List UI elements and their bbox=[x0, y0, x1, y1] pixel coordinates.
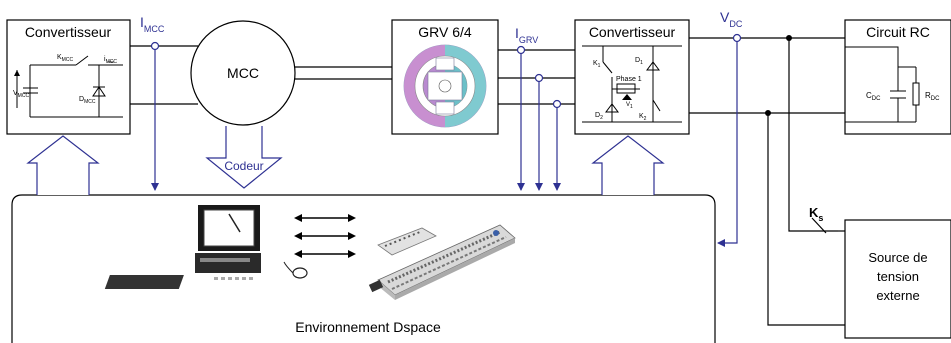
ks-label: Ks bbox=[809, 205, 823, 223]
dspace-label: Environnement Dspace bbox=[295, 319, 441, 335]
junction-dot bbox=[786, 35, 792, 41]
converter-left-title: Convertisseur bbox=[25, 24, 112, 40]
junction-dot bbox=[765, 110, 771, 116]
shaft bbox=[294, 67, 392, 79]
mcc-motor: MCC bbox=[191, 21, 295, 125]
control-arrow-left bbox=[28, 136, 98, 195]
v-dc-signal: VDC bbox=[718, 9, 743, 243]
converter-right: Convertisseur K1 D1 Phase 1 V1 D2 K2 bbox=[575, 20, 689, 134]
converter-right-phase: Phase 1 bbox=[616, 76, 642, 83]
resistor-icon bbox=[913, 83, 919, 105]
computer-icon bbox=[105, 205, 307, 289]
circuit-rc-title: Circuit RC bbox=[866, 24, 930, 40]
source-line-1: Source de bbox=[868, 250, 927, 265]
mcc-label: MCC bbox=[227, 65, 259, 81]
i-grv-label: IGRV bbox=[515, 25, 538, 45]
dc-bus bbox=[689, 38, 845, 325]
v-dc-label: VDC bbox=[720, 9, 743, 29]
control-arrow-right bbox=[593, 136, 663, 195]
data-exchange-arrows-icon bbox=[294, 214, 356, 258]
grv-block: GRV 6/4 bbox=[392, 20, 498, 134]
converter-right-title: Convertisseur bbox=[589, 24, 676, 40]
circuit-rc: Circuit RC CDC RDC bbox=[845, 20, 951, 134]
converter-left: Convertisseur VMCC KMCC DMCC iMCC bbox=[7, 20, 130, 134]
source-line-2: tension bbox=[877, 269, 919, 284]
codeur-arrow: Codeur bbox=[207, 126, 281, 188]
dspace-board-icon bbox=[369, 225, 515, 300]
codeur-label: Codeur bbox=[224, 159, 263, 173]
i-mcc-label: IMCC bbox=[140, 14, 165, 34]
dspace-environment: Environnement Dspace bbox=[12, 195, 715, 343]
source-line-3: externe bbox=[876, 288, 919, 303]
grv-title: GRV 6/4 bbox=[418, 24, 472, 40]
i-mcc-signal: IMCC bbox=[140, 14, 165, 190]
motor-cross-section-icon bbox=[404, 45, 486, 127]
power-lines-left bbox=[130, 46, 198, 104]
external-source: Source de tension externe bbox=[845, 220, 951, 338]
